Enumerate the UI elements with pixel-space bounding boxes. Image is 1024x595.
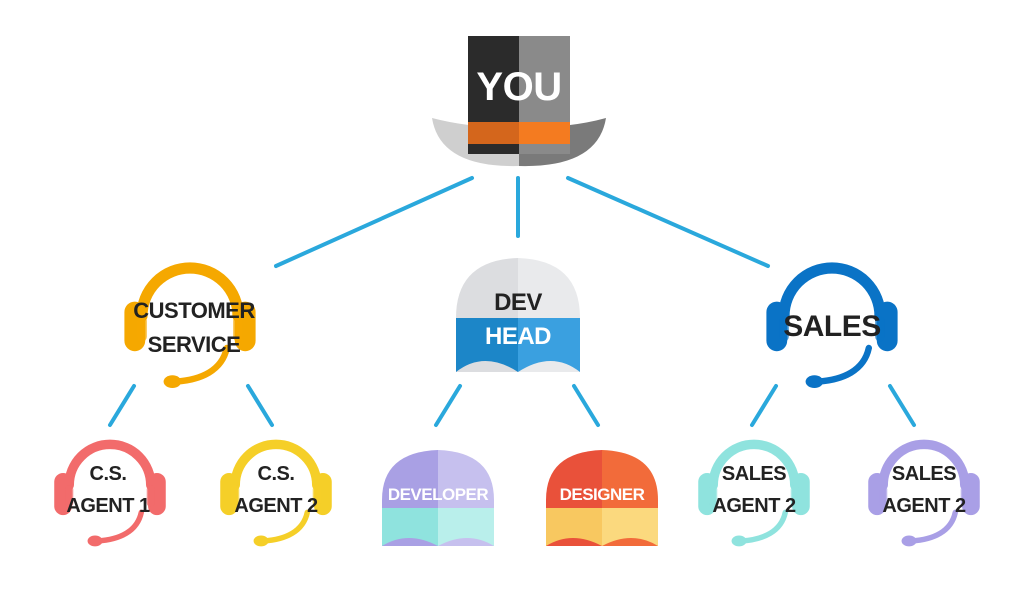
connector-developer bbox=[434, 384, 462, 427]
baseball-cap-icon bbox=[456, 258, 580, 372]
cs-agent-2-line2: AGENT 2 bbox=[234, 495, 318, 517]
developer-label: DEVELOPER bbox=[388, 485, 489, 504]
sales-agent-b-line1: SALES bbox=[892, 463, 956, 485]
connector-lines bbox=[108, 176, 916, 427]
connector-designer bbox=[572, 384, 600, 427]
node-sales: SALES bbox=[766, 268, 897, 388]
node-cs-agent-2: C.S. AGENT 2 bbox=[220, 444, 332, 546]
node-cs-agent-1: C.S. AGENT 1 bbox=[54, 444, 166, 546]
connector-you-sales bbox=[566, 176, 770, 268]
cs-agent-1-line1: C.S. bbox=[90, 463, 127, 485]
top-hat-icon bbox=[432, 36, 606, 167]
node-designer: DESIGNER bbox=[546, 450, 658, 546]
customer-service-line1: CUSTOMER bbox=[133, 298, 255, 323]
node-dev-head: DEV HEAD bbox=[456, 258, 580, 372]
connector-you-customer-service bbox=[274, 176, 474, 268]
sales-label: SALES bbox=[783, 310, 881, 343]
connector-sales-agent-a bbox=[750, 384, 778, 427]
node-customer-service: CUSTOMER SERVICE bbox=[124, 268, 255, 388]
node-you: YOU bbox=[432, 36, 606, 167]
you-label: YOU bbox=[476, 65, 561, 109]
sales-agent-a-line1: SALES bbox=[722, 463, 786, 485]
cs-agent-1-line2: AGENT 1 bbox=[66, 495, 150, 517]
sales-agent-a-line2: AGENT 2 bbox=[712, 495, 796, 517]
node-sales-agent-b: SALES AGENT 2 bbox=[868, 444, 980, 546]
sales-agent-b-line2: AGENT 2 bbox=[882, 495, 966, 517]
node-developer: DEVELOPER bbox=[382, 450, 494, 546]
node-sales-agent-a: SALES AGENT 2 bbox=[698, 444, 810, 546]
connector-cs-agent-2 bbox=[246, 384, 274, 427]
headset-icon bbox=[124, 268, 255, 388]
dev-head-line1: DEV bbox=[494, 289, 542, 316]
customer-service-line2: SERVICE bbox=[148, 332, 241, 357]
designer-label: DESIGNER bbox=[560, 485, 645, 504]
dev-head-line2: HEAD bbox=[485, 323, 551, 350]
connector-sales-agent-b bbox=[888, 384, 916, 427]
cs-agent-2-line1: C.S. bbox=[258, 463, 295, 485]
baseball-cap-icon bbox=[382, 450, 494, 546]
baseball-cap-icon bbox=[546, 450, 658, 546]
connector-cs-agent-1 bbox=[108, 384, 136, 427]
